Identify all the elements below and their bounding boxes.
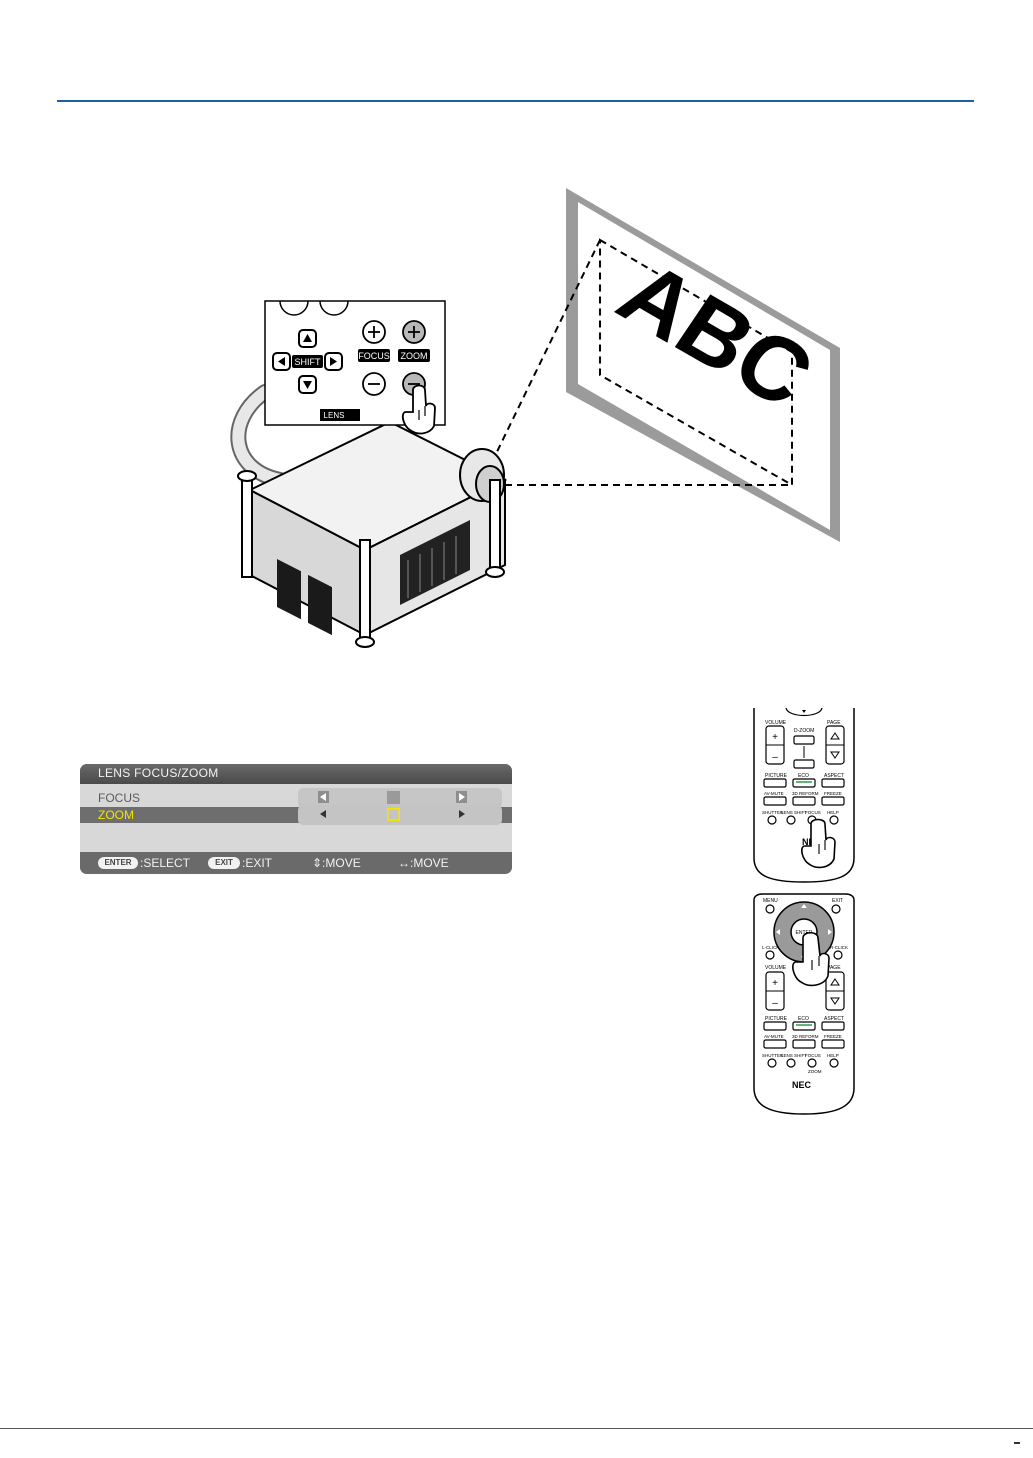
menu-title: LENS FOCUS/ZOOM: [98, 766, 219, 780]
remote-control-zoom: VOLUME D-ZOOM PAGE + – PICTURE ECO ASPEC…: [753, 708, 855, 883]
footer-move-leftright: ↔:MOVE: [398, 856, 449, 870]
finger-press-icon: [800, 818, 836, 869]
remote-3dreform-label: 3D REFORM: [792, 1034, 819, 1039]
menu-row-zoom-label: ZOOM: [98, 808, 134, 822]
right-arrow-icon[interactable]: [456, 808, 467, 820]
remote-exit-label: EXIT: [832, 898, 843, 904]
footer-select: :SELECT: [140, 856, 191, 870]
remote-shutter-label: SHUTTER: [762, 810, 784, 815]
zoom-indicator-icon: [387, 808, 400, 821]
focus-adjuster[interactable]: [298, 788, 502, 808]
svg-text:+: +: [772, 732, 778, 743]
panel-lens-label: LENS: [324, 411, 345, 420]
remote-brand: NEC: [792, 1080, 812, 1090]
menu-row-focus-label: FOCUS: [98, 791, 140, 805]
menu-row-focus[interactable]: FOCUS: [80, 788, 512, 808]
remote-picture-label: PICTURE: [765, 1016, 788, 1022]
remote-freeze-label: FREEZE: [824, 1034, 842, 1039]
remote-3dreform-label: 3D REFORM: [792, 791, 819, 796]
remote-freeze-label: FREEZE: [824, 791, 842, 796]
remote-menu-label: MENU: [763, 898, 778, 904]
svg-text:–: –: [772, 752, 778, 763]
panel-zoom-label: ZOOM: [401, 351, 428, 361]
remote-eco-label: ECO: [798, 1016, 809, 1022]
remote-eco-label: ECO: [798, 773, 809, 779]
focus-indicator-icon: [387, 791, 400, 804]
remote-page-label: PAGE: [827, 965, 841, 971]
remote-lensshift-label: LENS SHIFT: [781, 810, 807, 815]
projector-illustration: ABC: [230, 188, 840, 648]
remote-lensshift-label: LENS SHIFT: [781, 1053, 807, 1058]
remote-avmute-label: AV-MUTE: [764, 791, 784, 796]
remote-lclick-label: L-CLICK: [762, 945, 779, 950]
remote-help-label: HELP: [827, 810, 839, 815]
remote-avmute-label: AV-MUTE: [764, 1034, 784, 1039]
remote-picture-label: PICTURE: [765, 773, 788, 779]
remote-focus-label: FOCUS: [805, 810, 821, 815]
zoom-adjuster[interactable]: [298, 805, 502, 825]
lens-focus-zoom-menu: LENS FOCUS/ZOOM FOCUS ZOOM: [80, 764, 512, 874]
finger-press-icon: [401, 384, 436, 435]
remote-volume-label: VOLUME: [765, 720, 787, 726]
menu-row-zoom[interactable]: ZOOM: [80, 805, 512, 825]
finger-press-icon: [792, 931, 830, 987]
enter-key-badge: ENTER: [98, 857, 138, 869]
remote-dzoom-label: D-ZOOM: [794, 728, 814, 734]
projector: [237, 420, 508, 648]
svg-text:+: +: [772, 978, 778, 989]
remote-focus-label: FOCUS: [805, 1053, 821, 1058]
remote-help-label: HELP: [827, 1053, 839, 1058]
remote-control-enter: MENU EXIT ENTER L-CLICK R-CLICK VOLUME P…: [753, 893, 855, 1115]
header-rule: [57, 100, 974, 102]
remote-rclick-label: R-CLICK: [830, 945, 848, 950]
shift-label: SHIFT: [295, 357, 322, 367]
remote-aspect-label: ASPECT: [824, 1016, 844, 1022]
remote-enter-label: ENTER: [796, 930, 813, 936]
control-panel-inset: SHIFT FOCUS ZOOM LENS: [264, 300, 446, 435]
exit-key-badge: EXIT: [208, 857, 240, 869]
remote-shutter-label: SHUTTER: [762, 1053, 784, 1058]
left-arrow-icon[interactable]: [318, 808, 329, 820]
right-arrow-icon[interactable]: [456, 791, 467, 803]
menu-footer: ENTER :SELECT EXIT :EXIT ⇕:MOVE ↔:MOVE: [80, 852, 512, 874]
page-number-mark: [1014, 1442, 1020, 1444]
left-arrow-icon[interactable]: [318, 791, 329, 803]
footer-rule: [0, 1428, 1033, 1429]
remote-page-label: PAGE: [827, 720, 841, 726]
projection-screen: ABC: [566, 188, 840, 542]
remote-zoom-label: ZOOM: [808, 1069, 822, 1074]
menu-title-bar: LENS FOCUS/ZOOM: [80, 764, 512, 784]
footer-exit: :EXIT: [242, 856, 273, 870]
footer-move-updown: ⇕:MOVE: [312, 856, 361, 870]
remote-volume-label: VOLUME: [765, 965, 787, 971]
remote-aspect-label: ASPECT: [824, 773, 844, 779]
panel-focus-label: FOCUS: [358, 351, 390, 361]
svg-text:–: –: [772, 998, 778, 1009]
